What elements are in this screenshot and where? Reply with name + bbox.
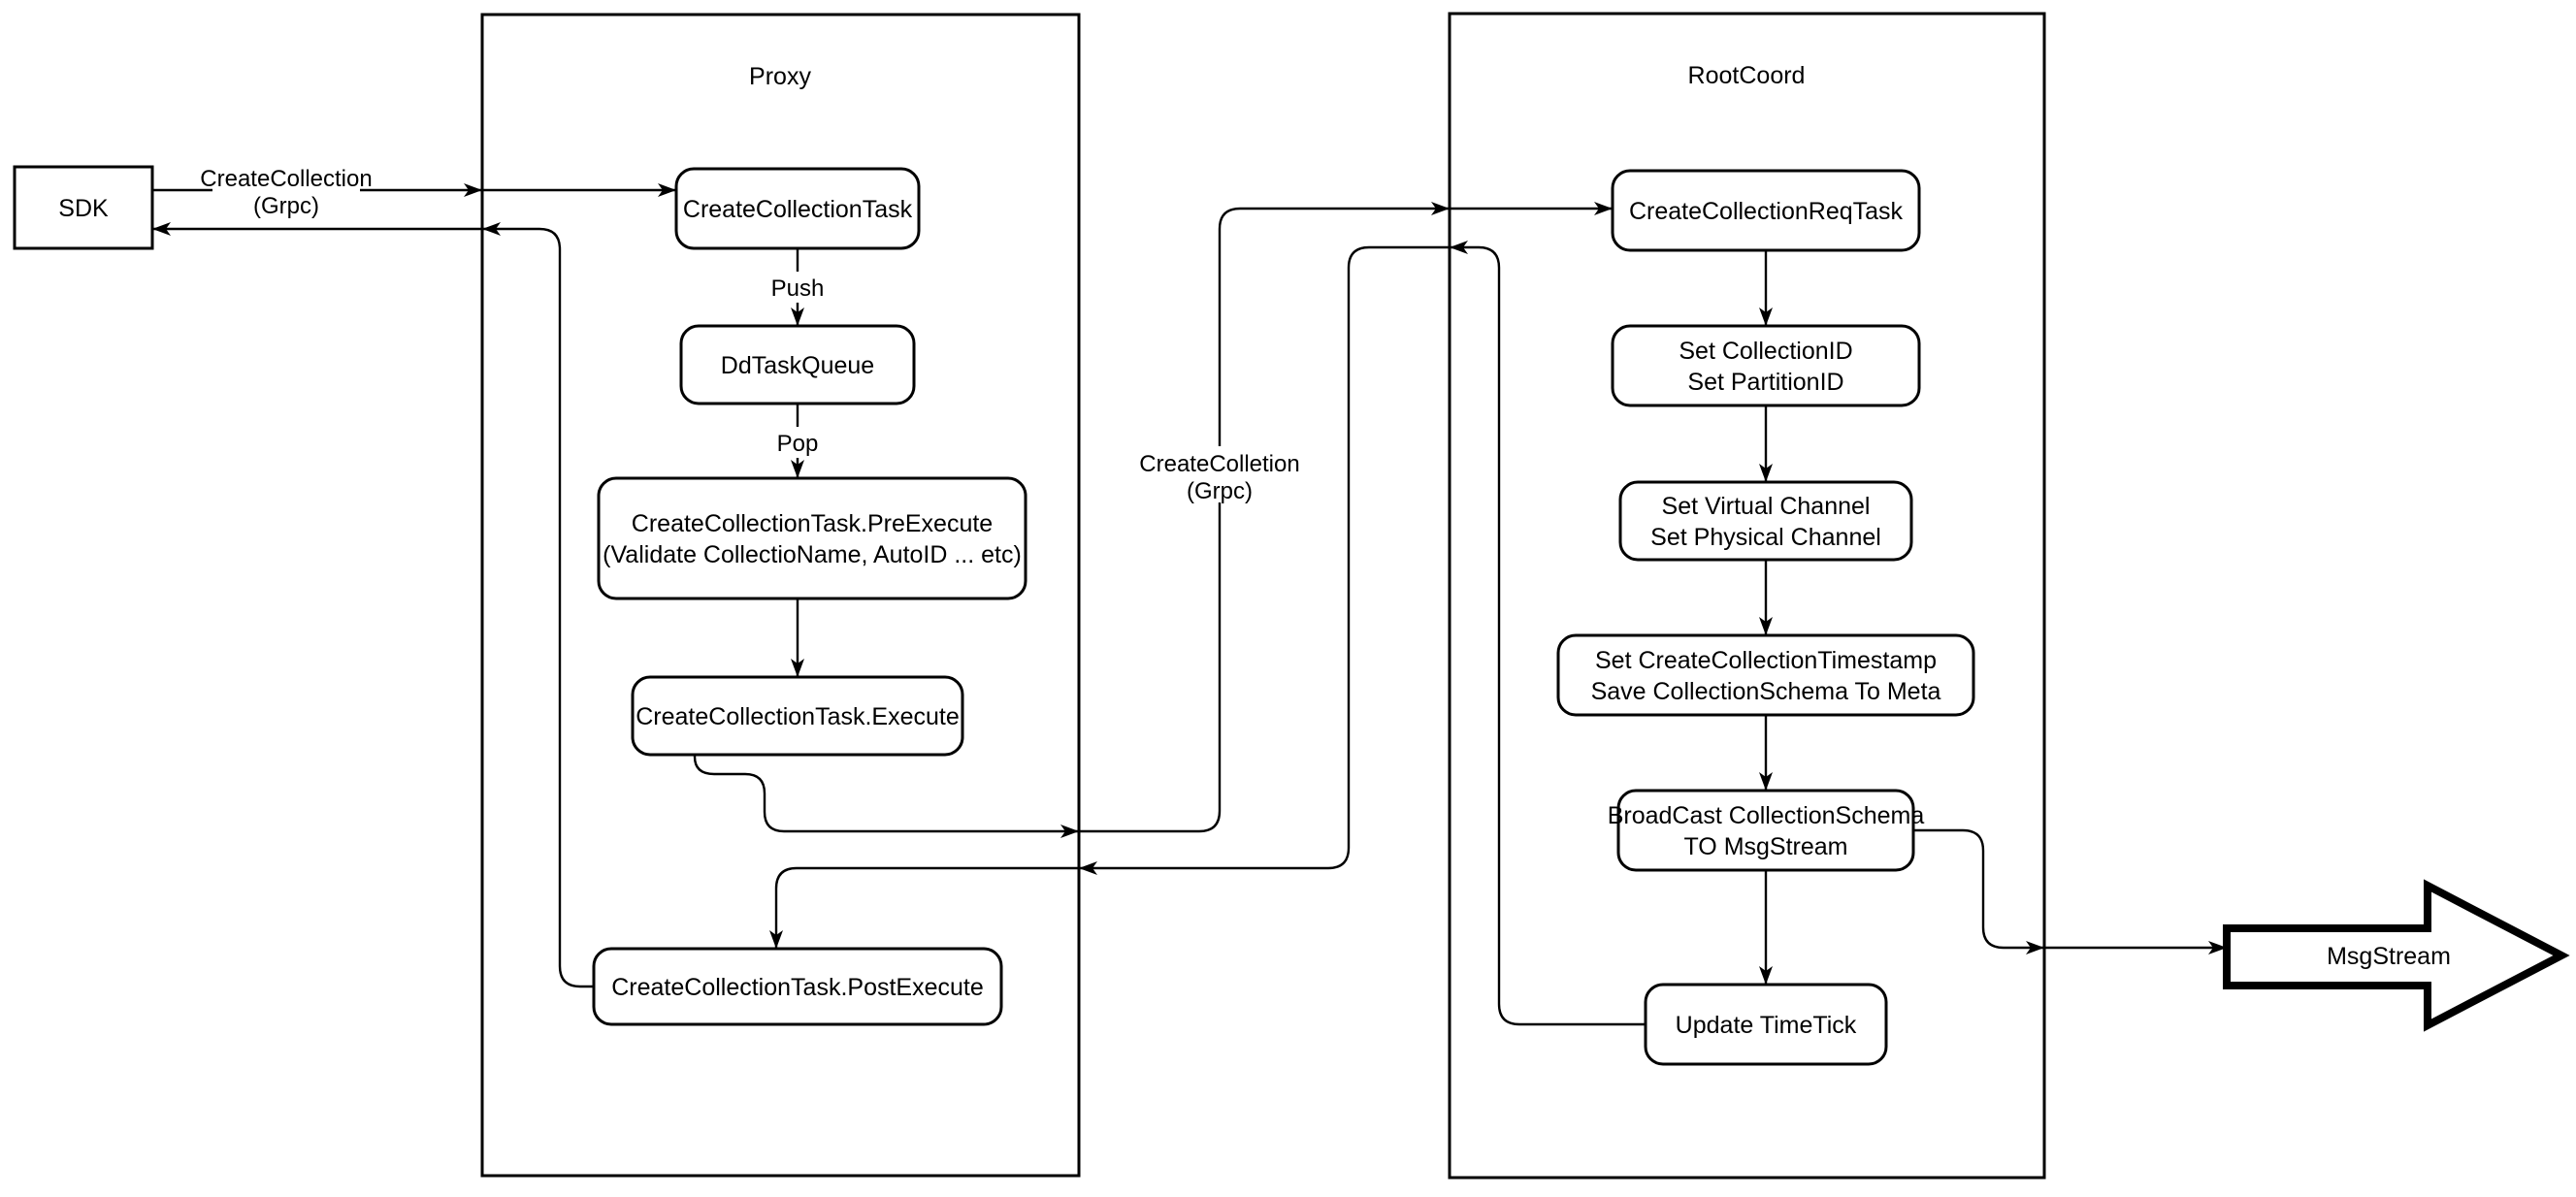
msgstream-label: MsgStream (2327, 943, 2451, 970)
node-create-collection-task: CreateCollectionTask (674, 167, 921, 250)
proxy-container-title: Proxy (749, 63, 811, 90)
node-broadcast: BroadCast CollectionSchema TO MsgStream (1608, 789, 1925, 872)
edge-proxy-to-rootcoord (1079, 202, 1450, 833)
edge-label-bg (212, 161, 360, 217)
msgstream-arrow-shape (2223, 879, 2570, 1032)
edge-execute-to-proxy-border (693, 755, 1079, 838)
node-execute: CreateCollectionTask.Execute (631, 675, 964, 757)
node-pre-execute: CreateCollectionTask.PreExecute (Validat… (597, 476, 1027, 600)
pre-execute-label-line1: CreateCollectionTask.PreExecute (632, 510, 993, 537)
node-dd-task-queue: DdTaskQueue (679, 324, 916, 405)
edge-label-create-collection-line2: (Grpc) (253, 193, 319, 219)
sdk-box (13, 165, 154, 250)
edge-label-create-collection-line1: CreateCollection (200, 166, 372, 192)
edge-label-bg (1147, 446, 1292, 502)
set-ids-label-line1: Set CollectionID (1679, 338, 1852, 365)
edge-label-push: Push (766, 272, 827, 303)
proxy-container-border (480, 13, 1081, 1178)
set-channels-label-line1: Set Virtual Channel (1662, 493, 1871, 520)
edge-label-pop-text: Pop (777, 431, 819, 457)
pre-execute-box (597, 476, 1027, 600)
update-timetick-label: Update TimeTick (1676, 1012, 1857, 1039)
edge-label-bg (772, 427, 823, 458)
set-timestamp-label-line1: Set CreateCollectionTimestamp (1595, 647, 1937, 674)
node-msgstream: MsgStream (2223, 879, 2570, 1032)
execute-label: CreateCollectionTask.Execute (636, 703, 960, 730)
rootcoord-container-title: RootCoord (1688, 62, 1806, 89)
node-set-channels: Set Virtual Channel Set Physical Channel (1618, 480, 1913, 562)
edges (152, 183, 2227, 1026)
sdk-label: SDK (58, 195, 109, 222)
set-ids-label-line2: Set PartitionID (1687, 369, 1843, 396)
edge-label-create-colletion-grpc: CreateColletion (Grpc) (1139, 446, 1300, 504)
node-sdk: SDK (13, 165, 154, 250)
edge-label-create-colletion-line1: CreateColletion (1139, 451, 1299, 477)
edge-label-bg (766, 272, 827, 303)
post-execute-label: CreateCollectionTask.PostExecute (611, 974, 984, 1001)
edge-rootcoord-to-proxy-return (1079, 245, 1450, 875)
rootcoord-container-border (1448, 12, 2046, 1180)
edge-label-create-colletion-line2: (Grpc) (1187, 478, 1253, 504)
node-update-timetick: Update TimeTick (1644, 983, 1888, 1066)
create-collection-req-task-label: CreateCollectionReqTask (1629, 198, 1904, 225)
dd-task-queue-label: DdTaskQueue (721, 352, 874, 379)
broadcast-label-line1: BroadCast CollectionSchema (1608, 802, 1925, 829)
edge-label-pop: Pop (772, 427, 823, 458)
set-channels-label-line2: Set Physical Channel (1650, 524, 1881, 551)
proxy-container: Proxy (480, 13, 1081, 1178)
edge-label-create-collection-grpc: CreateCollection (Grpc) (200, 161, 373, 219)
create-collection-task-label: CreateCollectionTask (683, 196, 913, 223)
node-set-timestamp: Set CreateCollectionTimestamp Save Colle… (1556, 633, 1975, 717)
node-set-ids: Set CollectionID Set PartitionID (1611, 324, 1921, 407)
edge-proxy-border-to-post-execute (769, 866, 1079, 949)
broadcast-label-line2: TO MsgStream (1683, 833, 1847, 860)
edge-label-push-text: Push (771, 275, 825, 302)
set-timestamp-label-line2: Save CollectionSchema To Meta (1591, 678, 1941, 705)
pre-execute-label-line2: (Validate CollectioName, AutoID ... etc) (603, 541, 1022, 568)
edge-broadcast-to-rootcoord-border (1913, 828, 2044, 954)
node-post-execute: CreateCollectionTask.PostExecute (592, 947, 1003, 1026)
node-create-collection-req-task: CreateCollectionReqTask (1611, 169, 1921, 252)
rootcoord-container: RootCoord (1448, 12, 2046, 1180)
edge-post-execute-to-proxy-border (482, 222, 594, 988)
edge-update-timetick-to-rootcoord-border (1450, 241, 1646, 1026)
